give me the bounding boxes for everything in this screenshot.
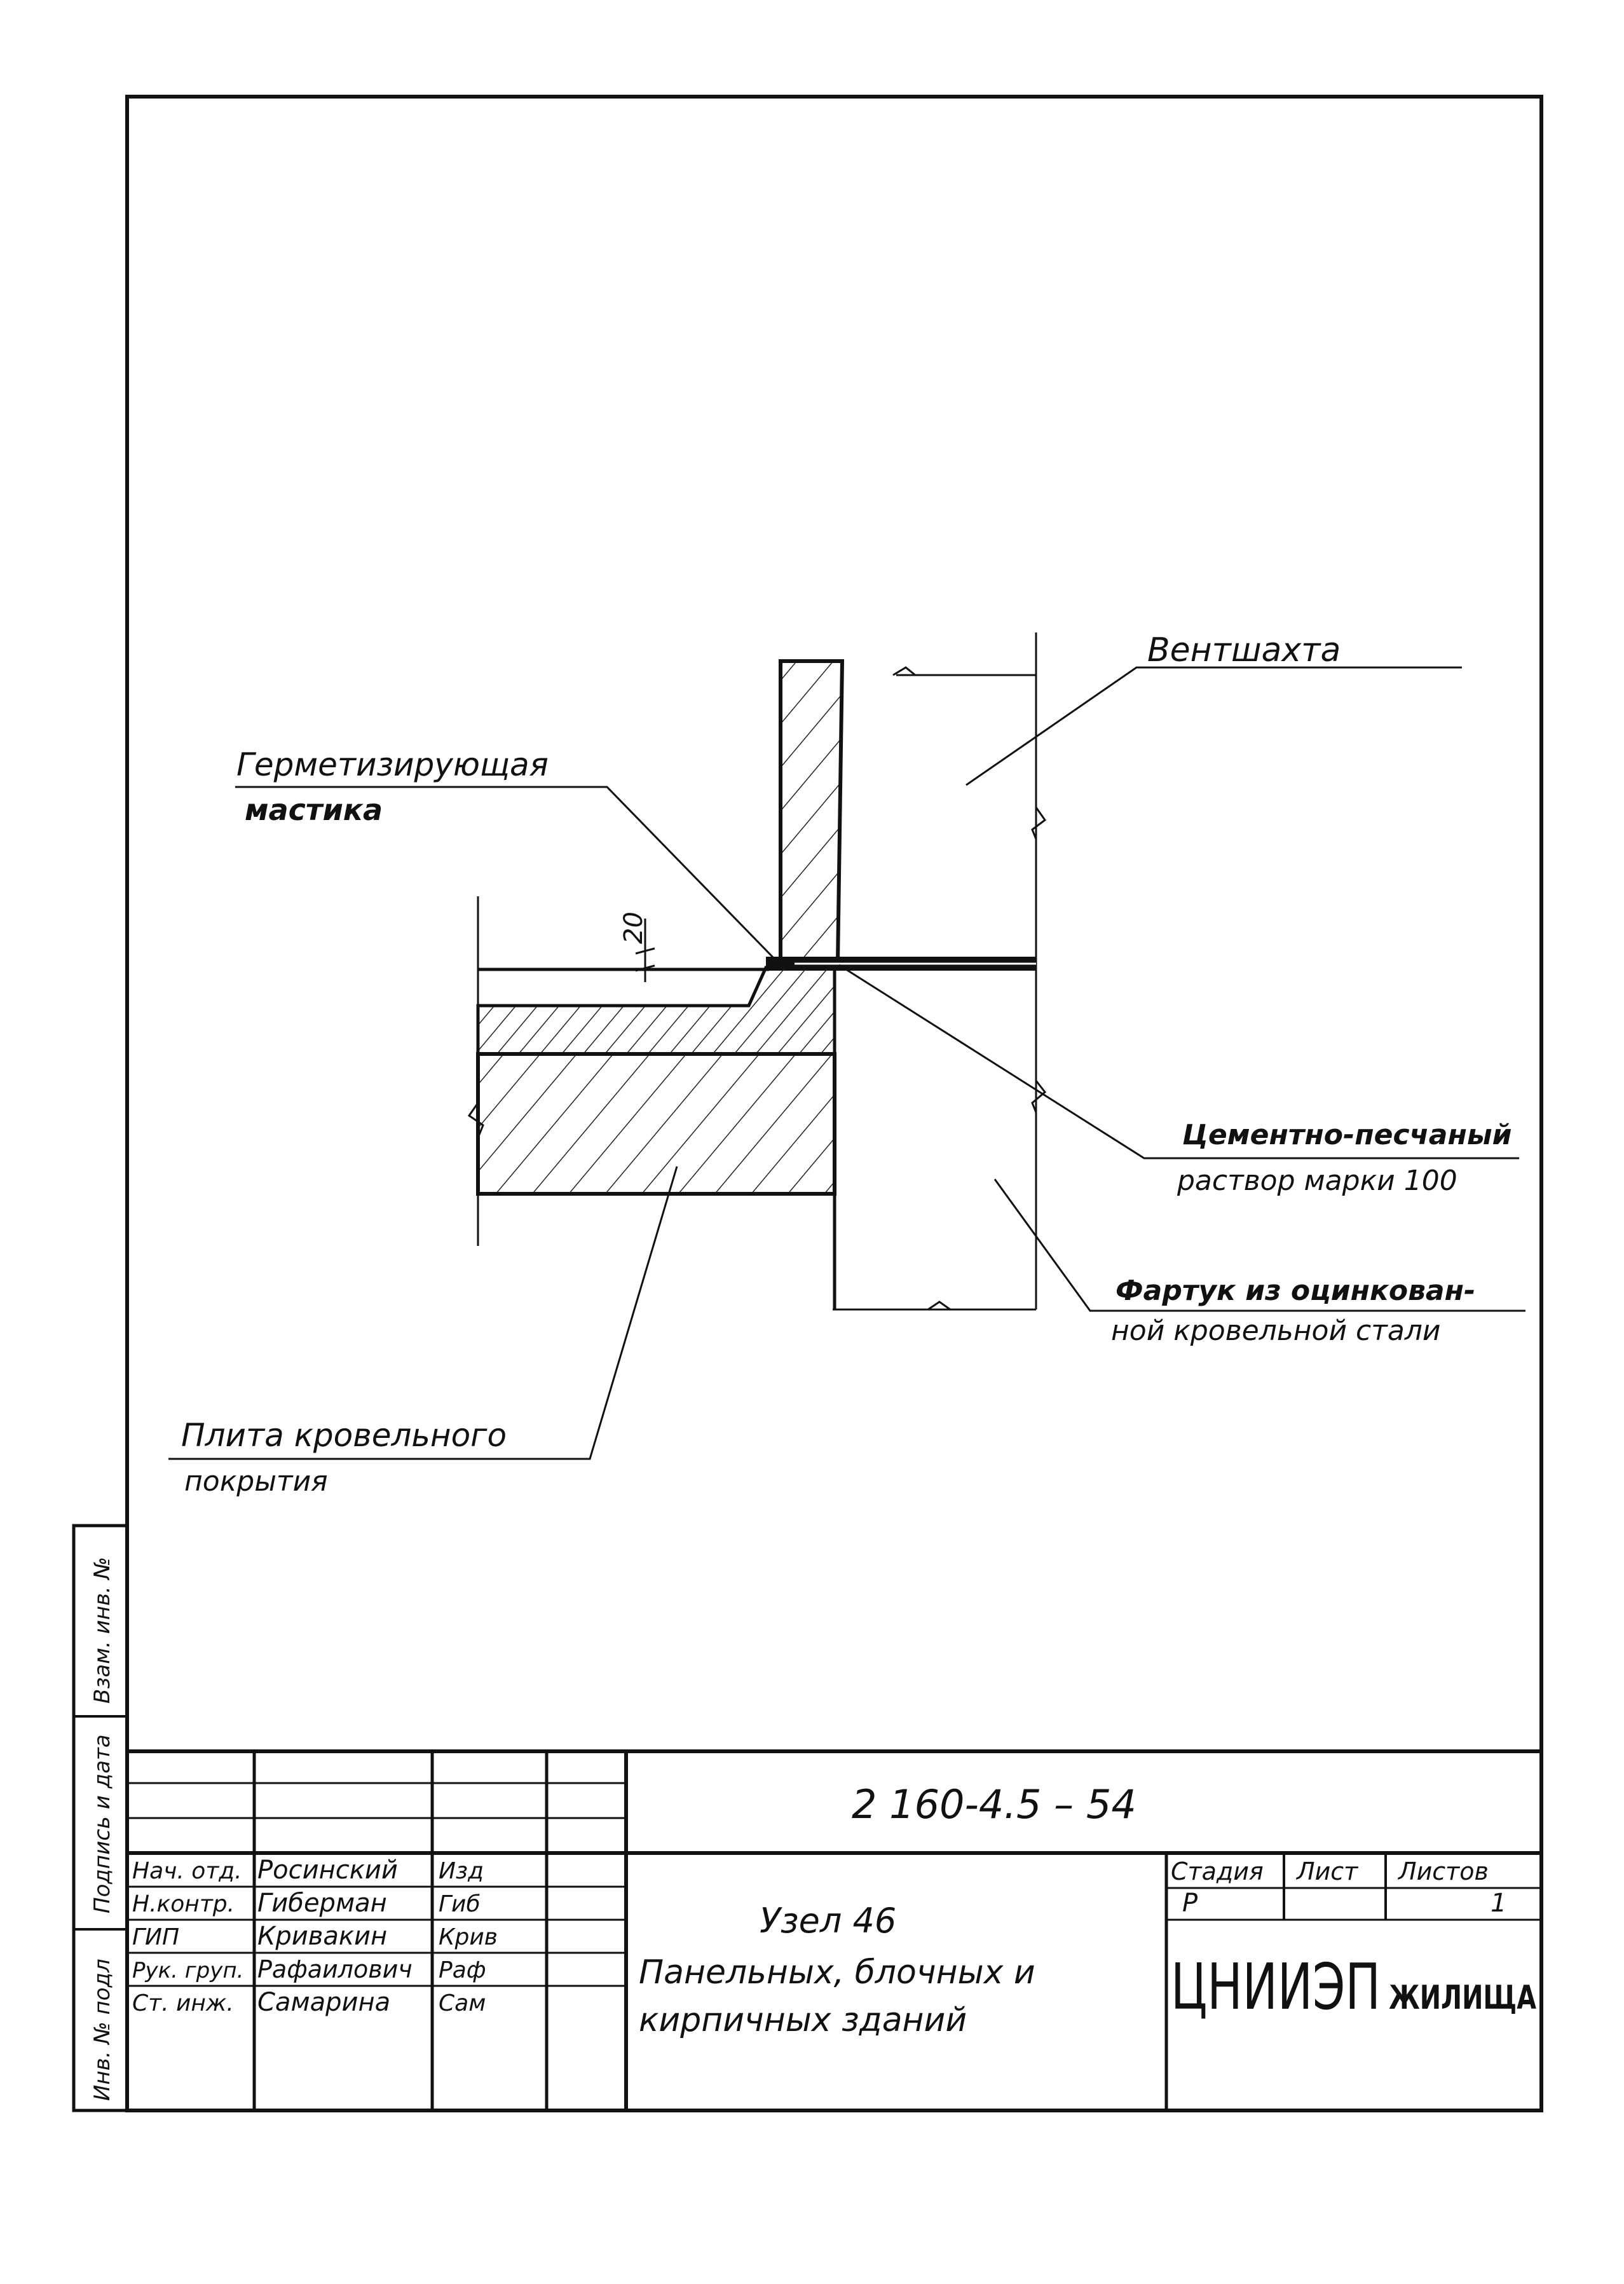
org-main: ЦНИИЭП [1171,1950,1381,2024]
junction-drawing [168,633,1525,1460]
leader-sealant [235,786,778,962]
signer-name: Рафаилович [257,1955,413,1983]
signer-signature: Гиб [439,1891,481,1917]
side-stamp: Инв. № подл Подпись и дата Взам. инв. № [72,1524,129,2112]
label-apron-1: Фартук из оцинкован- [1116,1275,1475,1307]
signer-signature: Сам [439,1990,486,2016]
label-ventshaft: Вентшахта [1147,631,1341,669]
signer-name: Гиберман [257,1889,387,1918]
leader-mortar [838,964,1519,1159]
signers-table: Нач. отд. Росинский Изд Н.контр. Гиберма… [132,1856,498,2017]
side-stamp-sign-label: Подпись и дата [90,1734,115,1913]
signer-signature: Крив [439,1924,498,1950]
label-slab-2: покрытия [184,1465,328,1498]
label-sealant-2: мастика [245,793,383,827]
signer-signature: Изд [439,1858,484,1884]
signer-name: Росинский [257,1856,398,1885]
side-stamp-inv-label: Инв. № подл [90,1959,115,2101]
shaft-wall [779,659,845,964]
leader-slab [168,1166,678,1460]
label-mortar-1: Цементно-песчаный [1182,1119,1512,1151]
mortar-screed [476,966,836,1056]
drawing-title-1: Узел 46 [760,1901,896,1941]
signer-name: Кривакин [257,1922,387,1951]
label-slab-1: Плита кровельного [181,1417,507,1454]
leader-apron [993,1179,1525,1312]
signer-role: Рук. груп. [132,1958,243,1983]
label-dimension: 20 [619,912,648,944]
signer-role: Нач. отд. [132,1858,242,1884]
label-sealant-1: Герметизирующая [236,746,549,783]
drawing-title-3: кирпичных зданий [639,2001,967,2039]
signer-role: Н.контр. [132,1891,235,1917]
stage-header: Стадия [1171,1857,1264,1885]
sheets-header: Листов [1397,1857,1489,1885]
signer-name: Самарина [257,1988,390,2017]
signer-signature: Раф [439,1957,486,1983]
sheet-header: Лист [1295,1857,1359,1885]
signer-role: Ст. инж. [132,1990,234,2016]
roof-slab [476,1052,836,1196]
label-apron-2: ной кровельной стали [1111,1315,1441,1347]
label-mortar-2: раствор марки 100 [1177,1165,1457,1197]
signer-role: ГИП [132,1924,179,1950]
leader-ventshaft [966,666,1462,786]
sheet-frame [125,95,1543,2112]
stage-value: Р [1182,1889,1198,1918]
org-sub: ЖИЛИЩА [1389,1979,1536,2017]
title-block [127,1749,1541,2110]
document-code: 2 160-4.5 – 54 [852,1781,1136,1828]
drawing-title-2: Панельных, блочных и [639,1953,1035,1992]
side-stamp-replace-label: Взам. инв. № [90,1557,115,1704]
sheets-value: 1 [1491,1889,1506,1918]
